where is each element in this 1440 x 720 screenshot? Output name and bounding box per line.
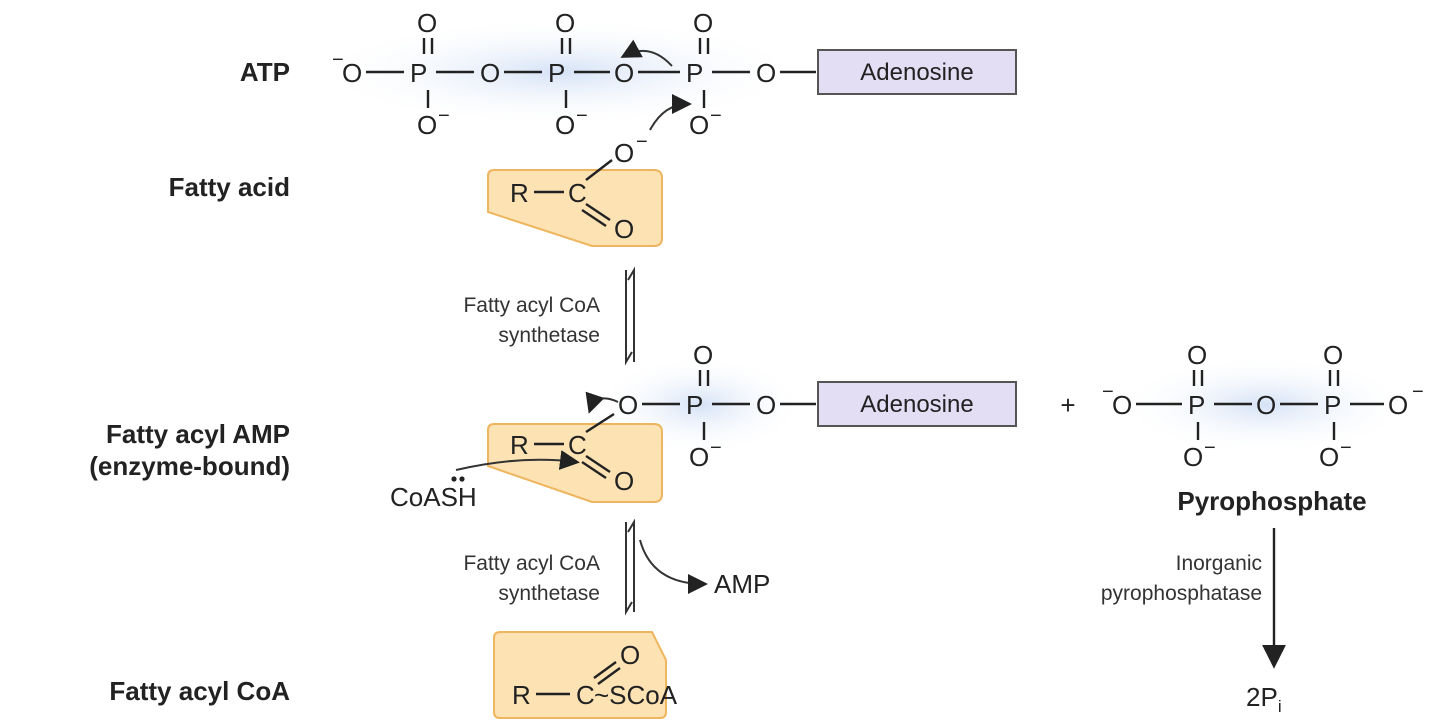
adenosine-label: Adenosine [860, 391, 973, 418]
atom-o: O [1388, 390, 1408, 420]
atom-p: P [1188, 390, 1205, 420]
atom-o: O [1112, 390, 1132, 420]
atom-c: C [568, 430, 587, 460]
product-2pi: 2Pi [1246, 682, 1282, 716]
atom-p: P [1324, 390, 1341, 420]
atom-o: O [1323, 340, 1343, 370]
atom-o: O [555, 110, 575, 140]
label-fatty-acid: Fatty acid [169, 172, 290, 202]
label-fatty-acyl-amp: Fatty acyl AMP [106, 419, 290, 449]
atom-r: R [510, 178, 529, 208]
atom-c: C [576, 680, 595, 710]
adenosine-label: Adenosine [860, 59, 973, 86]
label-enzyme-bound: (enzyme-bound) [89, 451, 290, 481]
atom-o: O [689, 110, 709, 140]
ppi-phosphate-glow [1115, 355, 1415, 455]
lone-pair-dot [451, 476, 457, 482]
atom-o: O [614, 466, 634, 496]
charge-minus: − [1102, 381, 1114, 403]
charge-minus: − [636, 131, 648, 153]
atom-o: O [1256, 390, 1276, 420]
amp-release-arrow [639, 539, 708, 594]
atom-p: P [548, 58, 565, 88]
lone-pair-dot [459, 476, 465, 482]
pyrophosphate-label: Pyrophosphate [1177, 486, 1366, 516]
enzyme-label-1-line1: Fatty acyl CoA [463, 294, 600, 317]
atom-o: O [756, 58, 776, 88]
coash-label: CoASH [390, 482, 477, 512]
atom-p: P [686, 390, 703, 420]
amp-label: AMP [714, 569, 770, 599]
adenosine-box [817, 381, 1017, 427]
equilibrium-arrow-1 [625, 266, 635, 366]
charge-minus: − [710, 105, 722, 127]
fatty-acid-molecule: R C O − O [510, 131, 648, 244]
enzyme-label-2-line1: Fatty acyl CoA [463, 552, 600, 575]
atom-p: P [686, 58, 703, 88]
atom-o: O [620, 640, 640, 670]
charge-minus: − [1412, 381, 1424, 403]
charge-minus: − [1204, 437, 1216, 459]
charge-minus: − [438, 105, 450, 127]
atom-r: R [510, 430, 529, 460]
atom-o: O [693, 340, 713, 370]
atom-o: O [480, 58, 500, 88]
fatty-acid-acyl-shape [487, 169, 663, 247]
enzyme-label-1-line2: synthetase [498, 324, 600, 347]
charge-minus: − [332, 49, 344, 71]
atom-o: O [614, 214, 634, 244]
atp-molecule: − O P O P O P O O O O O − O − O − [332, 8, 816, 140]
charge-minus: − [1340, 437, 1352, 459]
atom-o: O [417, 8, 437, 38]
product-2pi-main: 2P [1246, 682, 1278, 712]
atom-o: O [756, 390, 776, 420]
atom-o: O [614, 138, 634, 168]
atom-o: O [618, 390, 638, 420]
fatty-acyl-coa-molecule: R C O ~SCoA [512, 640, 678, 710]
charge-minus: − [710, 437, 722, 459]
atom-o: O [417, 110, 437, 140]
atom-o: O [555, 8, 575, 38]
atom-o: O [693, 8, 713, 38]
fatty-acyl-coa-acyl-shape [493, 631, 667, 719]
atom-c: C [568, 178, 587, 208]
atom-o: O [342, 58, 362, 88]
atom-p: P [410, 58, 427, 88]
atom-o: O [1187, 340, 1207, 370]
atom-o: O [689, 442, 709, 472]
product-2pi-sub: i [1278, 697, 1282, 716]
pyrophosphate-molecule: − O P O P O − O O O − O − [1102, 340, 1424, 472]
atom-r: R [512, 680, 531, 710]
pyrophosphatase-label-line1: Inorganic [1176, 552, 1262, 575]
adenosine-box [817, 49, 1017, 95]
atom-o: O [1183, 442, 1203, 472]
label-atp: ATP [240, 57, 290, 87]
fatty-acyl-amp-molecule: R C O O P O O O − [455, 340, 816, 496]
scoa-label: ~SCoA [594, 680, 678, 710]
pyrophosphatase-label-line2: pyrophosphatase [1101, 582, 1262, 605]
atom-o: O [1319, 442, 1339, 472]
atom-o: O [614, 58, 634, 88]
plus-sign: + [1060, 390, 1075, 420]
charge-minus: − [576, 105, 588, 127]
label-fatty-acyl-coa: Fatty acyl CoA [109, 676, 290, 706]
equilibrium-arrow-2 [625, 518, 635, 616]
enzyme-label-2-line2: synthetase [498, 582, 600, 605]
